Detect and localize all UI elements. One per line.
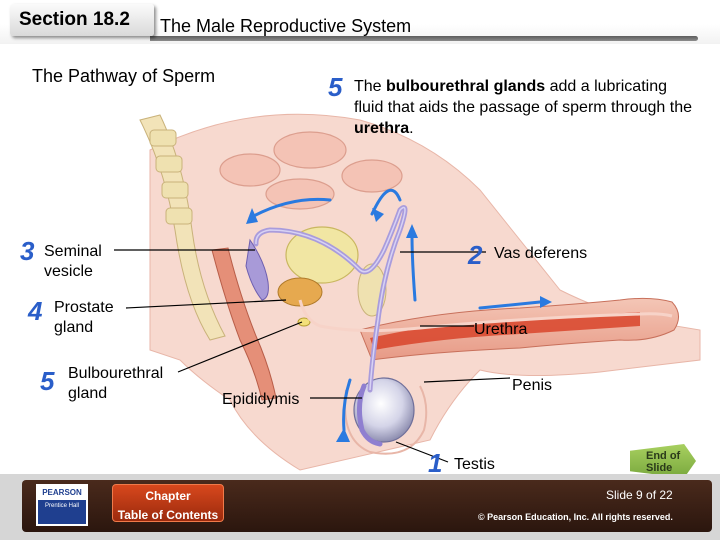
slide-header: Section 18.2 The Male Reproductive Syste… [0, 0, 720, 44]
vas-deferens-number: 2 [468, 240, 483, 270]
testis-shape [353, 377, 415, 443]
end-of-slide-arrow-icon [630, 444, 696, 478]
intestines [219, 131, 403, 210]
erectile-tissue [370, 312, 640, 350]
bulbourethral-number: 5 [40, 366, 55, 396]
end-of-slide-label: End of Slide [646, 450, 681, 474]
header-title: The Male Reproductive System [160, 16, 412, 36]
leader-testis [395, 441, 449, 463]
bulbourethral-label: Bulbourethral gland [68, 365, 164, 402]
seminal-vesicle-number: 3 [20, 236, 35, 266]
pearson-logo[interactable]: PEARSON Prentice Hall [36, 484, 88, 526]
leader-penis [423, 377, 511, 383]
seminal-vesicle-shape [245, 238, 269, 301]
pearson-wordmark: PEARSON [38, 486, 86, 500]
penis-label: Penis [512, 377, 553, 394]
prentice-hall-wordmark: Prentice Hall [44, 503, 79, 509]
section-tab: Section 18.2 [10, 4, 154, 36]
arrow-up-right [410, 233, 417, 302]
epididymis-label: Epididymis [222, 391, 300, 408]
caption-text: The bulbourethral glands add a lubricati… [354, 78, 692, 137]
testis-label: Testis [454, 456, 495, 473]
urethra-duct [298, 299, 673, 333]
bulbourethral-shape [297, 317, 311, 327]
bladder [285, 226, 359, 284]
end-of-slide-button[interactable]: End of Slide [630, 444, 696, 478]
pathway-title: The Pathway of Sperm [32, 66, 216, 86]
arrow-left [248, 197, 332, 220]
rectum [211, 247, 277, 401]
prostate-number: 4 [28, 296, 43, 326]
seminal-vesicle-label: Seminal vesicle [44, 243, 102, 280]
toc-label: Chapter Table of Contents [117, 489, 219, 522]
copyright-notice: © Pearson Education, Inc. All rights res… [478, 512, 673, 522]
slide-number: Slide 9 of 22 [606, 488, 673, 502]
pathway-arrows [248, 188, 542, 432]
vas-deferens-highlight [255, 206, 406, 391]
leader-prostate [125, 299, 287, 309]
testis-number: 1 [428, 448, 443, 478]
prostate-shape [277, 277, 323, 307]
arrow-heads [246, 208, 552, 442]
vertebrae [149, 129, 193, 225]
vas-deferens-label: Vas deferens [494, 245, 588, 262]
scrotum [344, 385, 428, 455]
leader-bulbourethral [177, 321, 303, 373]
header-rule [150, 36, 698, 41]
leader-lines [114, 249, 511, 463]
arrow-lower-left [342, 378, 352, 432]
caption-number-badge: 5 [328, 72, 343, 102]
urethra-label: Urethra [474, 321, 528, 338]
section-label: Section 18.2 [19, 9, 130, 30]
arrow-top [370, 188, 402, 216]
arrow-right [478, 300, 542, 310]
table-of-contents-button[interactable]: Chapter Table of Contents [112, 484, 224, 522]
prostate-label: Prostate gland [54, 299, 114, 336]
